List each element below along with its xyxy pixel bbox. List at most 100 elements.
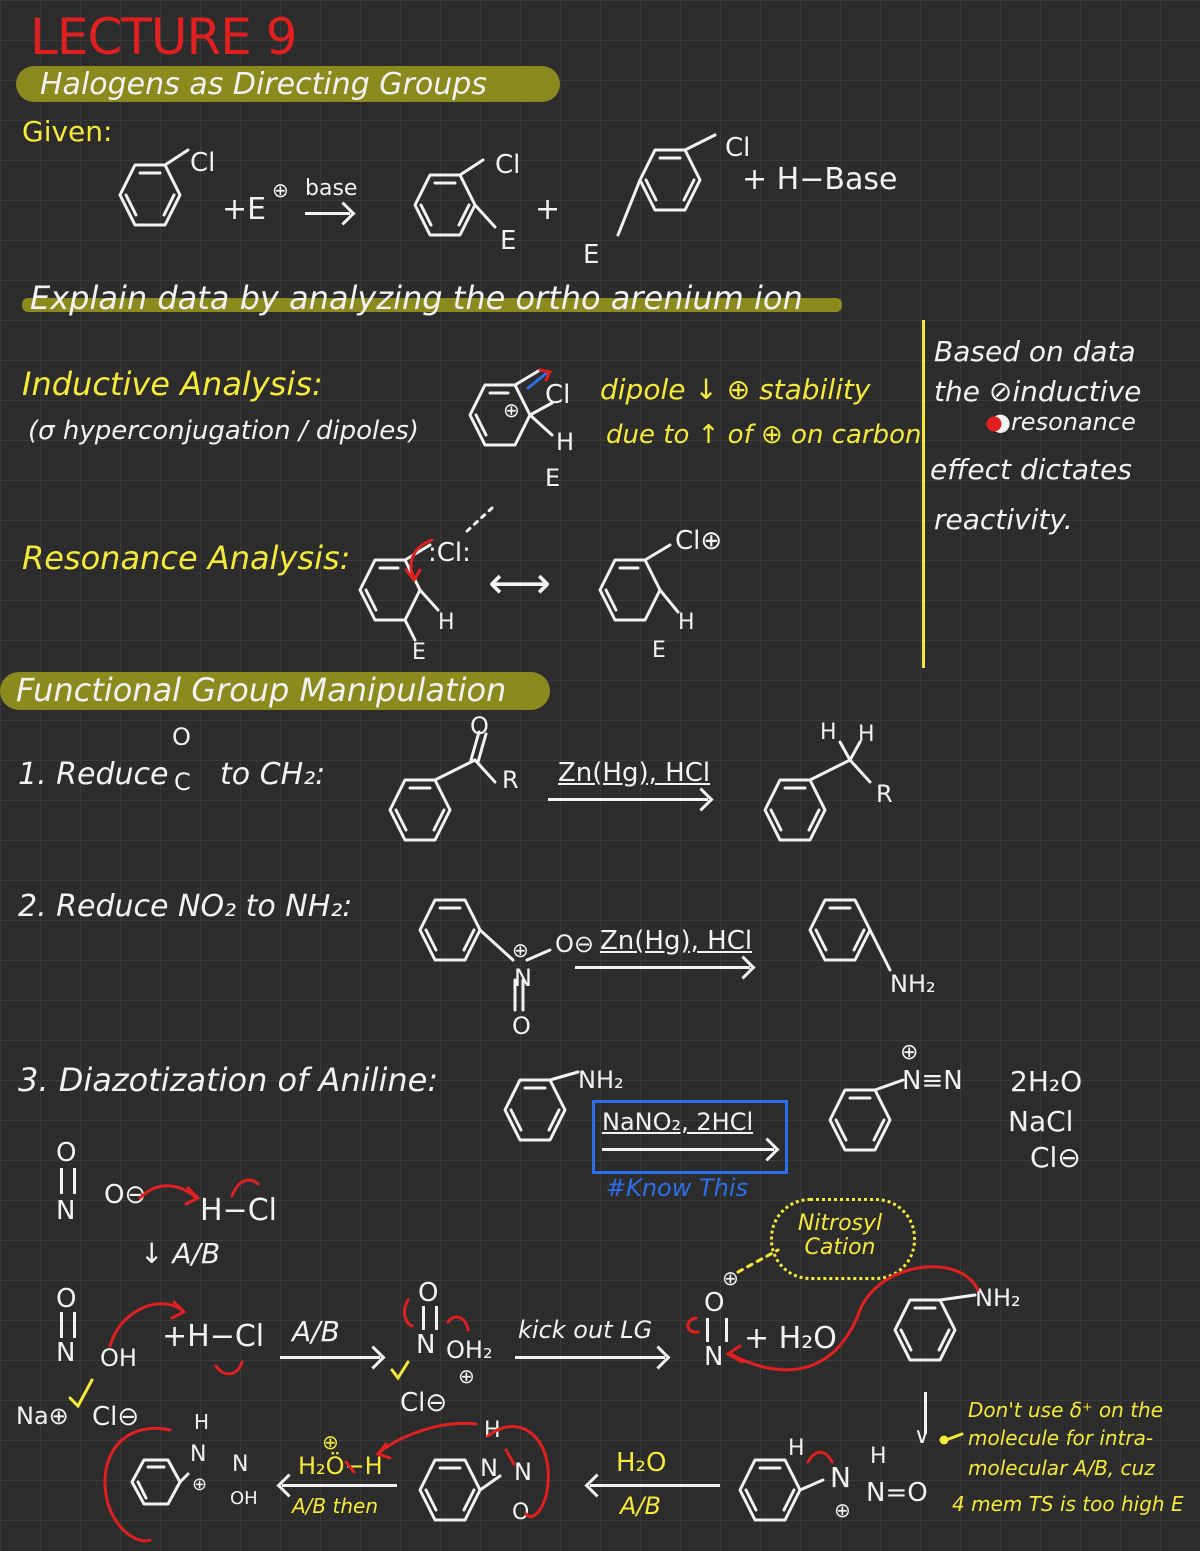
ab-step1: ↓ A/B [140,1237,221,1270]
tautomer-o: O [512,1500,530,1525]
nitrite-double-bond [60,1168,76,1194]
section-heading-fgm: Functional Group Manipulation [16,671,507,709]
step2-reagent: Zn(Hg), HCl [600,926,753,956]
aniline-reactant-structure [503,1070,580,1142]
mech-arrow-2 [515,1356,665,1359]
nnitroso-n: N [830,1461,851,1494]
nitrosyl-n: N [704,1342,724,1372]
nitrosyl-triple-bond [706,1318,728,1342]
para-product-structure [616,133,717,237]
inductive-label: Inductive Analysis: [22,365,323,403]
alkane-r: R [876,780,893,808]
resonance-structure-2 [598,543,680,622]
nitrosyl-charge: ⊕ [722,1266,739,1290]
ketone-structure [388,730,497,842]
step1-carbonyl-o: O [172,723,191,751]
inductive-charge: ⊕ [503,398,520,422]
hydronium-charge: ⊕ [322,1430,339,1454]
inductive-sublabel: (σ hyperconjugation / dipoles) [28,416,419,446]
nnitroso-no: N=O [866,1478,928,1508]
inductive-e: E [545,464,561,492]
resonance1-h: H [438,610,455,635]
intramolecular-note-3: molecular A/B, cuz [968,1456,1155,1480]
intramolecular-note-1: Don't use δ⁺ on the [968,1398,1164,1422]
chlorobenzene-structure [118,148,190,227]
side-note-line1: Based on data [934,335,1136,368]
resonance2-h: H [678,610,695,635]
ortho-product-e: E [500,226,517,256]
tautomer-n1: N [480,1454,498,1482]
protonated-double-bond [422,1306,438,1330]
nitrobenzene-structure [418,898,552,1012]
step1-reagent: Zn(Hg), HCl [558,758,711,788]
dipole-note-line2: due to ↑ of ⊕ on carbon [606,420,922,450]
ab-step3: A/B [620,1492,661,1520]
step3-arrow [602,1148,774,1151]
plus-water: + H₂O [744,1321,837,1356]
para-product-cl: Cl [725,133,751,163]
diazonium-group: N≡N [902,1066,963,1096]
alkane-h2: H [858,722,875,747]
sodium-ion: Na⊕ [16,1402,69,1430]
resonance-arrow: ⟷ [488,558,552,609]
inductive-cl: Cl [545,380,571,410]
resonance-label: Resonance Analysis: [22,539,351,577]
intramolecular-note-2: molecule for intra- [968,1426,1154,1450]
resonance1-cl: :Cl: [428,538,471,568]
aniline-reactant-nh2: NH₂ [578,1066,624,1094]
para-product-e: E [583,240,600,270]
nitro-o-minus: O⊖ [555,930,594,958]
given-reaction-arrow [305,212,350,215]
step1-carbonyl-c: C [174,768,191,796]
ketone-r: R [502,766,519,794]
nitro-o-double: O [512,1012,531,1040]
chlorobenzene-cl: Cl [190,148,216,178]
nitrous-o: O [56,1284,77,1314]
mech-arrow-3 [590,1484,720,1487]
resonance1-e: E [412,640,426,665]
alkane-h1: H [820,720,837,745]
nitrite-o-minus: O⊖ [104,1180,147,1210]
ketone-o: O [470,712,489,740]
explain-highlight [22,298,842,312]
down-arrow-head: ∨ [914,1424,931,1449]
mech-arrow-1 [280,1356,380,1359]
side-note-line4: effect dictates [930,453,1132,486]
nnitroso-structure [738,1458,825,1522]
diazo-charge: ⊕ [192,1474,208,1495]
down-arrow-line [924,1392,927,1434]
nitro-n-charge: ⊕ [512,938,529,962]
nitrous-n: N [56,1338,76,1368]
tautomer-structure [418,1458,502,1522]
plus-sign: + [535,192,561,227]
resonance2-cl: Cl⊕ [675,526,723,556]
resonance2-e: E [652,638,666,663]
ortho-product-structure [413,158,497,237]
nnitroso-h2: H [870,1444,887,1469]
section-heading-halogens: Halogens as Directing Groups [40,67,487,102]
aniline-nucleophile-nh2: NH₂ [975,1284,1021,1312]
kick-out-lg: kick out LG [518,1316,653,1344]
side-divider [922,320,925,668]
byproduct-water: 2H₂O [1010,1065,1083,1098]
chloride-ion-2: Cl⊖ [400,1388,448,1418]
step2-arrow [575,966,750,969]
nitrite-n: N [56,1196,76,1226]
nnitroso-h1: H [788,1436,805,1461]
dipole-note-line1: dipole ↓ ⊕ stability [600,373,871,406]
given-label: Given: [22,115,113,148]
aniline-product-nh2: NH₂ [890,970,936,998]
tautomer-h: H [484,1418,501,1443]
heading-highlight-1 [16,66,560,102]
reagent-box [592,1100,788,1174]
intramolecular-note-4: 4 mem TS is too high E [952,1492,1184,1516]
nitrosyl-o: O [704,1288,725,1318]
nitro-n: N [514,964,532,992]
step1-label: 1. Reduce [18,757,169,792]
nitrous-double-bond [60,1312,76,1338]
ortho-product-cl: Cl [495,150,521,180]
step1-arrow [548,798,708,801]
plus-electrophile: +E [222,192,267,227]
step3-reagent: NaNO₂, 2HCl [602,1108,754,1136]
protonated-n: N [416,1330,436,1360]
